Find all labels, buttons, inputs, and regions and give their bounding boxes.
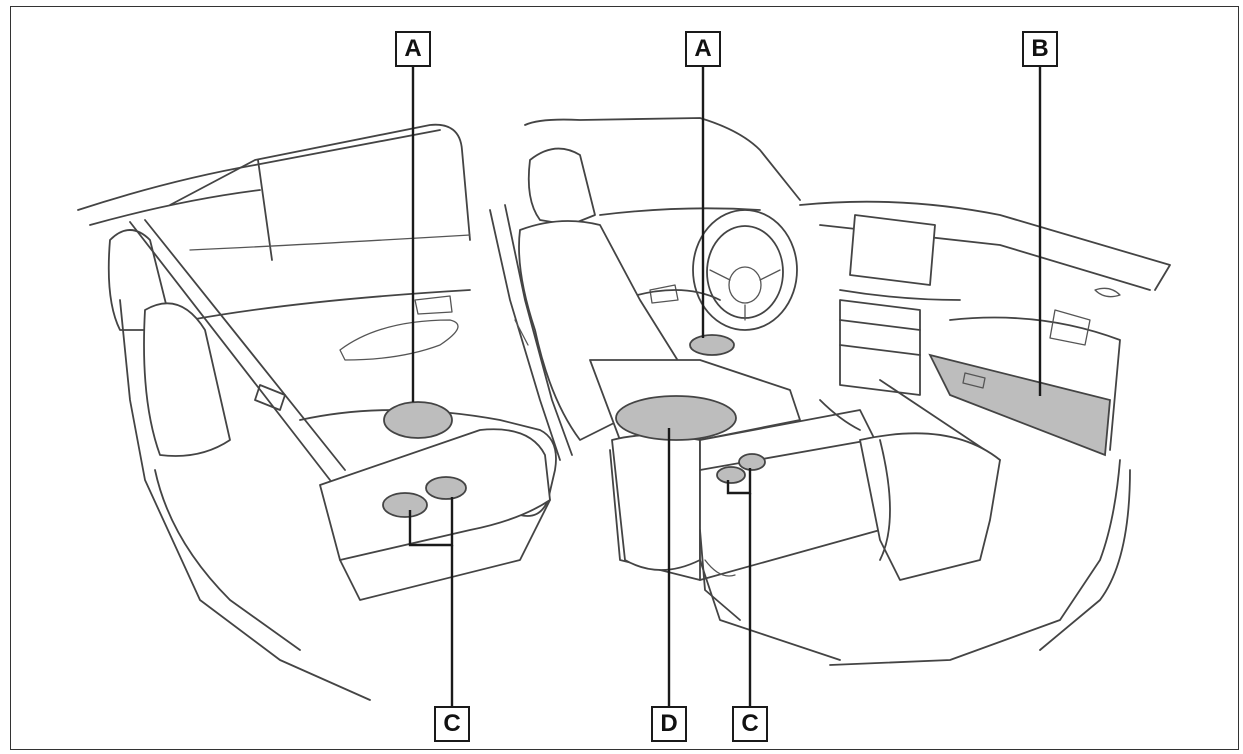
callout-d: D (651, 706, 687, 742)
dashboard (689, 200, 1171, 461)
callout-a-right: A (685, 31, 721, 67)
rear-door-area (77, 123, 557, 701)
callout-a-left: A (395, 31, 431, 67)
passenger-area (699, 432, 1131, 666)
callout-b: B (1022, 31, 1058, 67)
leader-lines (408, 66, 1042, 708)
callout-c-left: C (434, 706, 470, 742)
callout-c-right: C (732, 706, 768, 742)
center-console (611, 395, 881, 621)
front-door-area (489, 117, 801, 461)
